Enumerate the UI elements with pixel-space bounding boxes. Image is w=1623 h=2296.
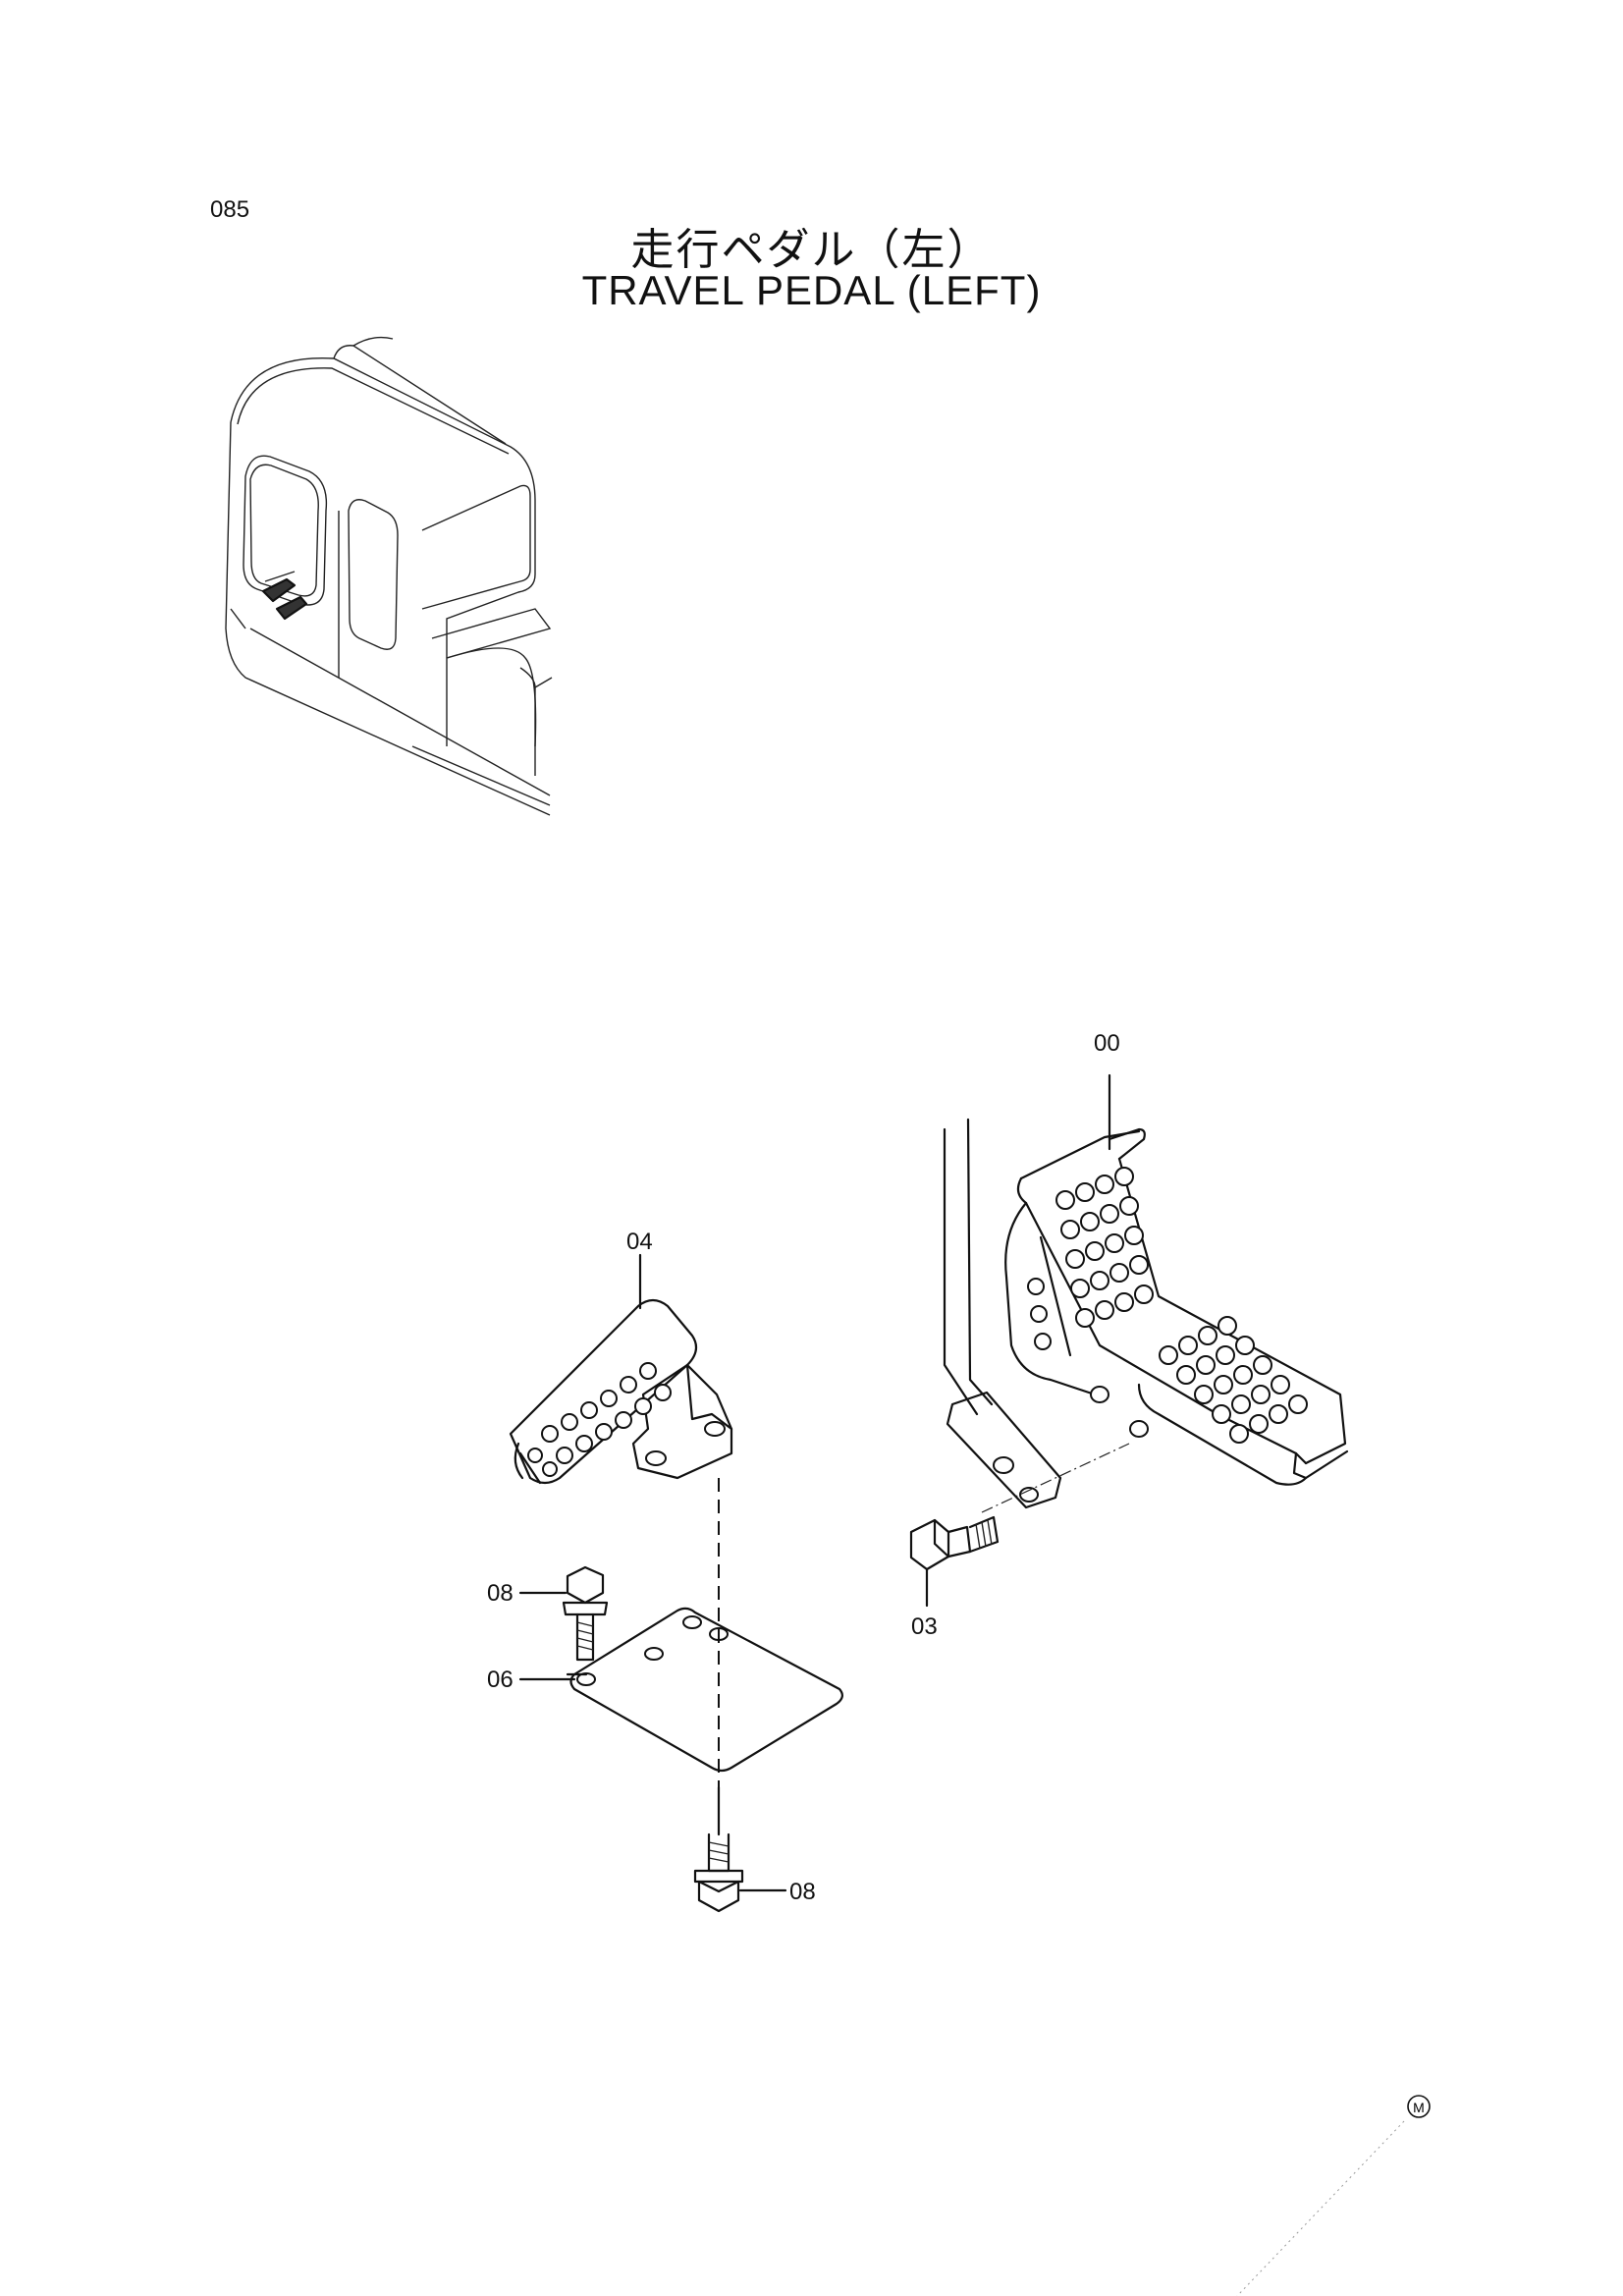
scan-trace-line	[1236, 2120, 1405, 2296]
page-number: 085	[210, 196, 250, 223]
title-english: TRAVEL PEDAL (LEFT)	[581, 267, 1042, 313]
bolt-08-top	[562, 1565, 609, 1676]
callout-06: 06	[487, 1667, 514, 1693]
travel-pedal-assembly	[943, 1073, 1349, 1513]
cab-overview	[225, 336, 553, 816]
marker-letter: M	[1413, 2100, 1425, 2115]
auxiliary-pedal-04	[509, 1253, 733, 1485]
floor-plate-06	[569, 1607, 843, 1773]
callout-08-top: 08	[487, 1580, 514, 1607]
callout-04: 04	[626, 1229, 653, 1255]
callout-08-bottom: 08	[789, 1879, 816, 1905]
bolt-03	[909, 1515, 1000, 1608]
callout-03: 03	[911, 1613, 938, 1640]
bolt-08-bottom	[693, 1832, 744, 1913]
circled-m-marker: M	[1407, 2095, 1431, 2118]
callout-00: 00	[1094, 1030, 1120, 1057]
title-japanese: 走行ペダル（左）	[630, 225, 993, 275]
